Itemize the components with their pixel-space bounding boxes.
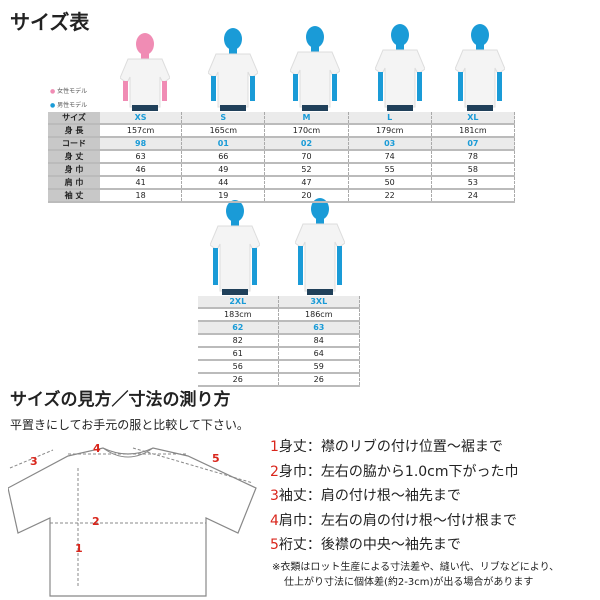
page-title: サイズ表 bbox=[10, 10, 90, 34]
table-cell: 46 bbox=[100, 163, 183, 177]
legend-male: ● 男性モデル bbox=[50, 102, 88, 109]
table-cell: 74 bbox=[348, 150, 432, 164]
table-cell: 50 bbox=[348, 176, 432, 190]
note-line-1: ※衣類はロット生産による寸法差や、縫い代、リブなどにより、 bbox=[272, 562, 560, 573]
size-header: L bbox=[348, 112, 432, 125]
model-figure bbox=[290, 26, 340, 111]
model-figure bbox=[120, 33, 170, 111]
table-cell: 41 bbox=[100, 176, 183, 190]
label-5: 5 bbox=[212, 452, 220, 465]
table-cell: 64 bbox=[278, 347, 361, 361]
table-cell: 56 bbox=[198, 360, 279, 374]
row-label: 袖 丈 bbox=[48, 189, 100, 203]
measure-item: 2身巾：左右の脇から1.0cm下がった巾 bbox=[270, 463, 519, 480]
measure-item: 5裄丈：後襟の中央〜袖先まで bbox=[270, 537, 461, 553]
table-cell: 49 bbox=[181, 163, 266, 177]
size-header: 3XL bbox=[278, 296, 361, 309]
table-cell: 20 bbox=[264, 189, 349, 203]
row-label: 身 長 bbox=[48, 124, 100, 138]
table-cell: 78 bbox=[431, 150, 516, 164]
note-line-2: 仕上がり寸法に個体差(約2-3cm)が出る場合があります bbox=[284, 577, 534, 588]
row-label: サイズ bbox=[48, 112, 100, 125]
table-cell: 01 bbox=[181, 137, 266, 151]
table-cell: 02 bbox=[264, 137, 349, 151]
table-cell: 18 bbox=[100, 189, 183, 203]
row-label: 肩 巾 bbox=[48, 176, 100, 190]
table-cell: 24 bbox=[431, 189, 516, 203]
size-header: M bbox=[264, 112, 349, 125]
table-cell: 62 bbox=[198, 321, 279, 335]
label-1: 1 bbox=[75, 542, 83, 555]
measure-item: 4肩巾：左右の肩の付け根〜付け根まで bbox=[270, 512, 517, 529]
label-3: 3 bbox=[30, 455, 38, 468]
tshirt-diagram bbox=[8, 447, 257, 597]
model-figure bbox=[295, 198, 345, 295]
table-cell: 52 bbox=[264, 163, 349, 177]
table-cell: 55 bbox=[348, 163, 432, 177]
table-cell: 19 bbox=[181, 189, 266, 203]
model-figure bbox=[210, 200, 260, 295]
table-cell: 22 bbox=[348, 189, 432, 203]
table-cell: 82 bbox=[198, 334, 279, 348]
table-cell: 63 bbox=[100, 150, 183, 164]
table-cell: 44 bbox=[181, 176, 266, 190]
table-cell: 186cm bbox=[278, 308, 361, 322]
model-figure bbox=[208, 28, 258, 111]
row-label: コード bbox=[48, 137, 100, 151]
table-cell: 98 bbox=[100, 137, 183, 151]
measure-item: 3袖丈：肩の付け根〜袖先まで bbox=[270, 488, 461, 504]
size-header: XS bbox=[100, 112, 183, 125]
table-cell: 183cm bbox=[198, 308, 279, 322]
table-cell: 63 bbox=[278, 321, 361, 335]
size-header: S bbox=[181, 112, 266, 125]
table-cell: 66 bbox=[181, 150, 266, 164]
table-cell: 157cm bbox=[100, 124, 183, 138]
model-figure bbox=[455, 24, 505, 111]
table-cell: 165cm bbox=[181, 124, 266, 138]
size-header: 2XL bbox=[198, 296, 279, 309]
label-2: 2 bbox=[92, 515, 100, 528]
section-title: サイズの見方／寸法の測り方 bbox=[10, 390, 231, 410]
table-cell: 26 bbox=[198, 373, 279, 387]
table-cell: 59 bbox=[278, 360, 361, 374]
table-cell: 61 bbox=[198, 347, 279, 361]
table-cell: 58 bbox=[431, 163, 516, 177]
table-cell: 170cm bbox=[264, 124, 349, 138]
table-cell: 07 bbox=[431, 137, 516, 151]
size-header: XL bbox=[431, 112, 516, 125]
row-label: 身 巾 bbox=[48, 163, 100, 177]
label-4: 4 bbox=[93, 442, 101, 455]
row-label: 身 丈 bbox=[48, 150, 100, 164]
model-figure bbox=[375, 24, 425, 111]
section-subtitle: 平置きにしてお手元の服と比較して下さい。 bbox=[10, 418, 249, 432]
table-cell: 84 bbox=[278, 334, 361, 348]
table-cell: 03 bbox=[348, 137, 432, 151]
table-cell: 53 bbox=[431, 176, 516, 190]
table-cell: 47 bbox=[264, 176, 349, 190]
table-cell: 26 bbox=[278, 373, 361, 387]
measure-item: 1身丈：襟のリブの付け位置〜裾まで bbox=[270, 439, 503, 455]
table-cell: 70 bbox=[264, 150, 349, 164]
legend-female: ● 女性モデル bbox=[50, 88, 88, 95]
table-cell: 179cm bbox=[348, 124, 432, 138]
table-cell: 181cm bbox=[431, 124, 516, 138]
